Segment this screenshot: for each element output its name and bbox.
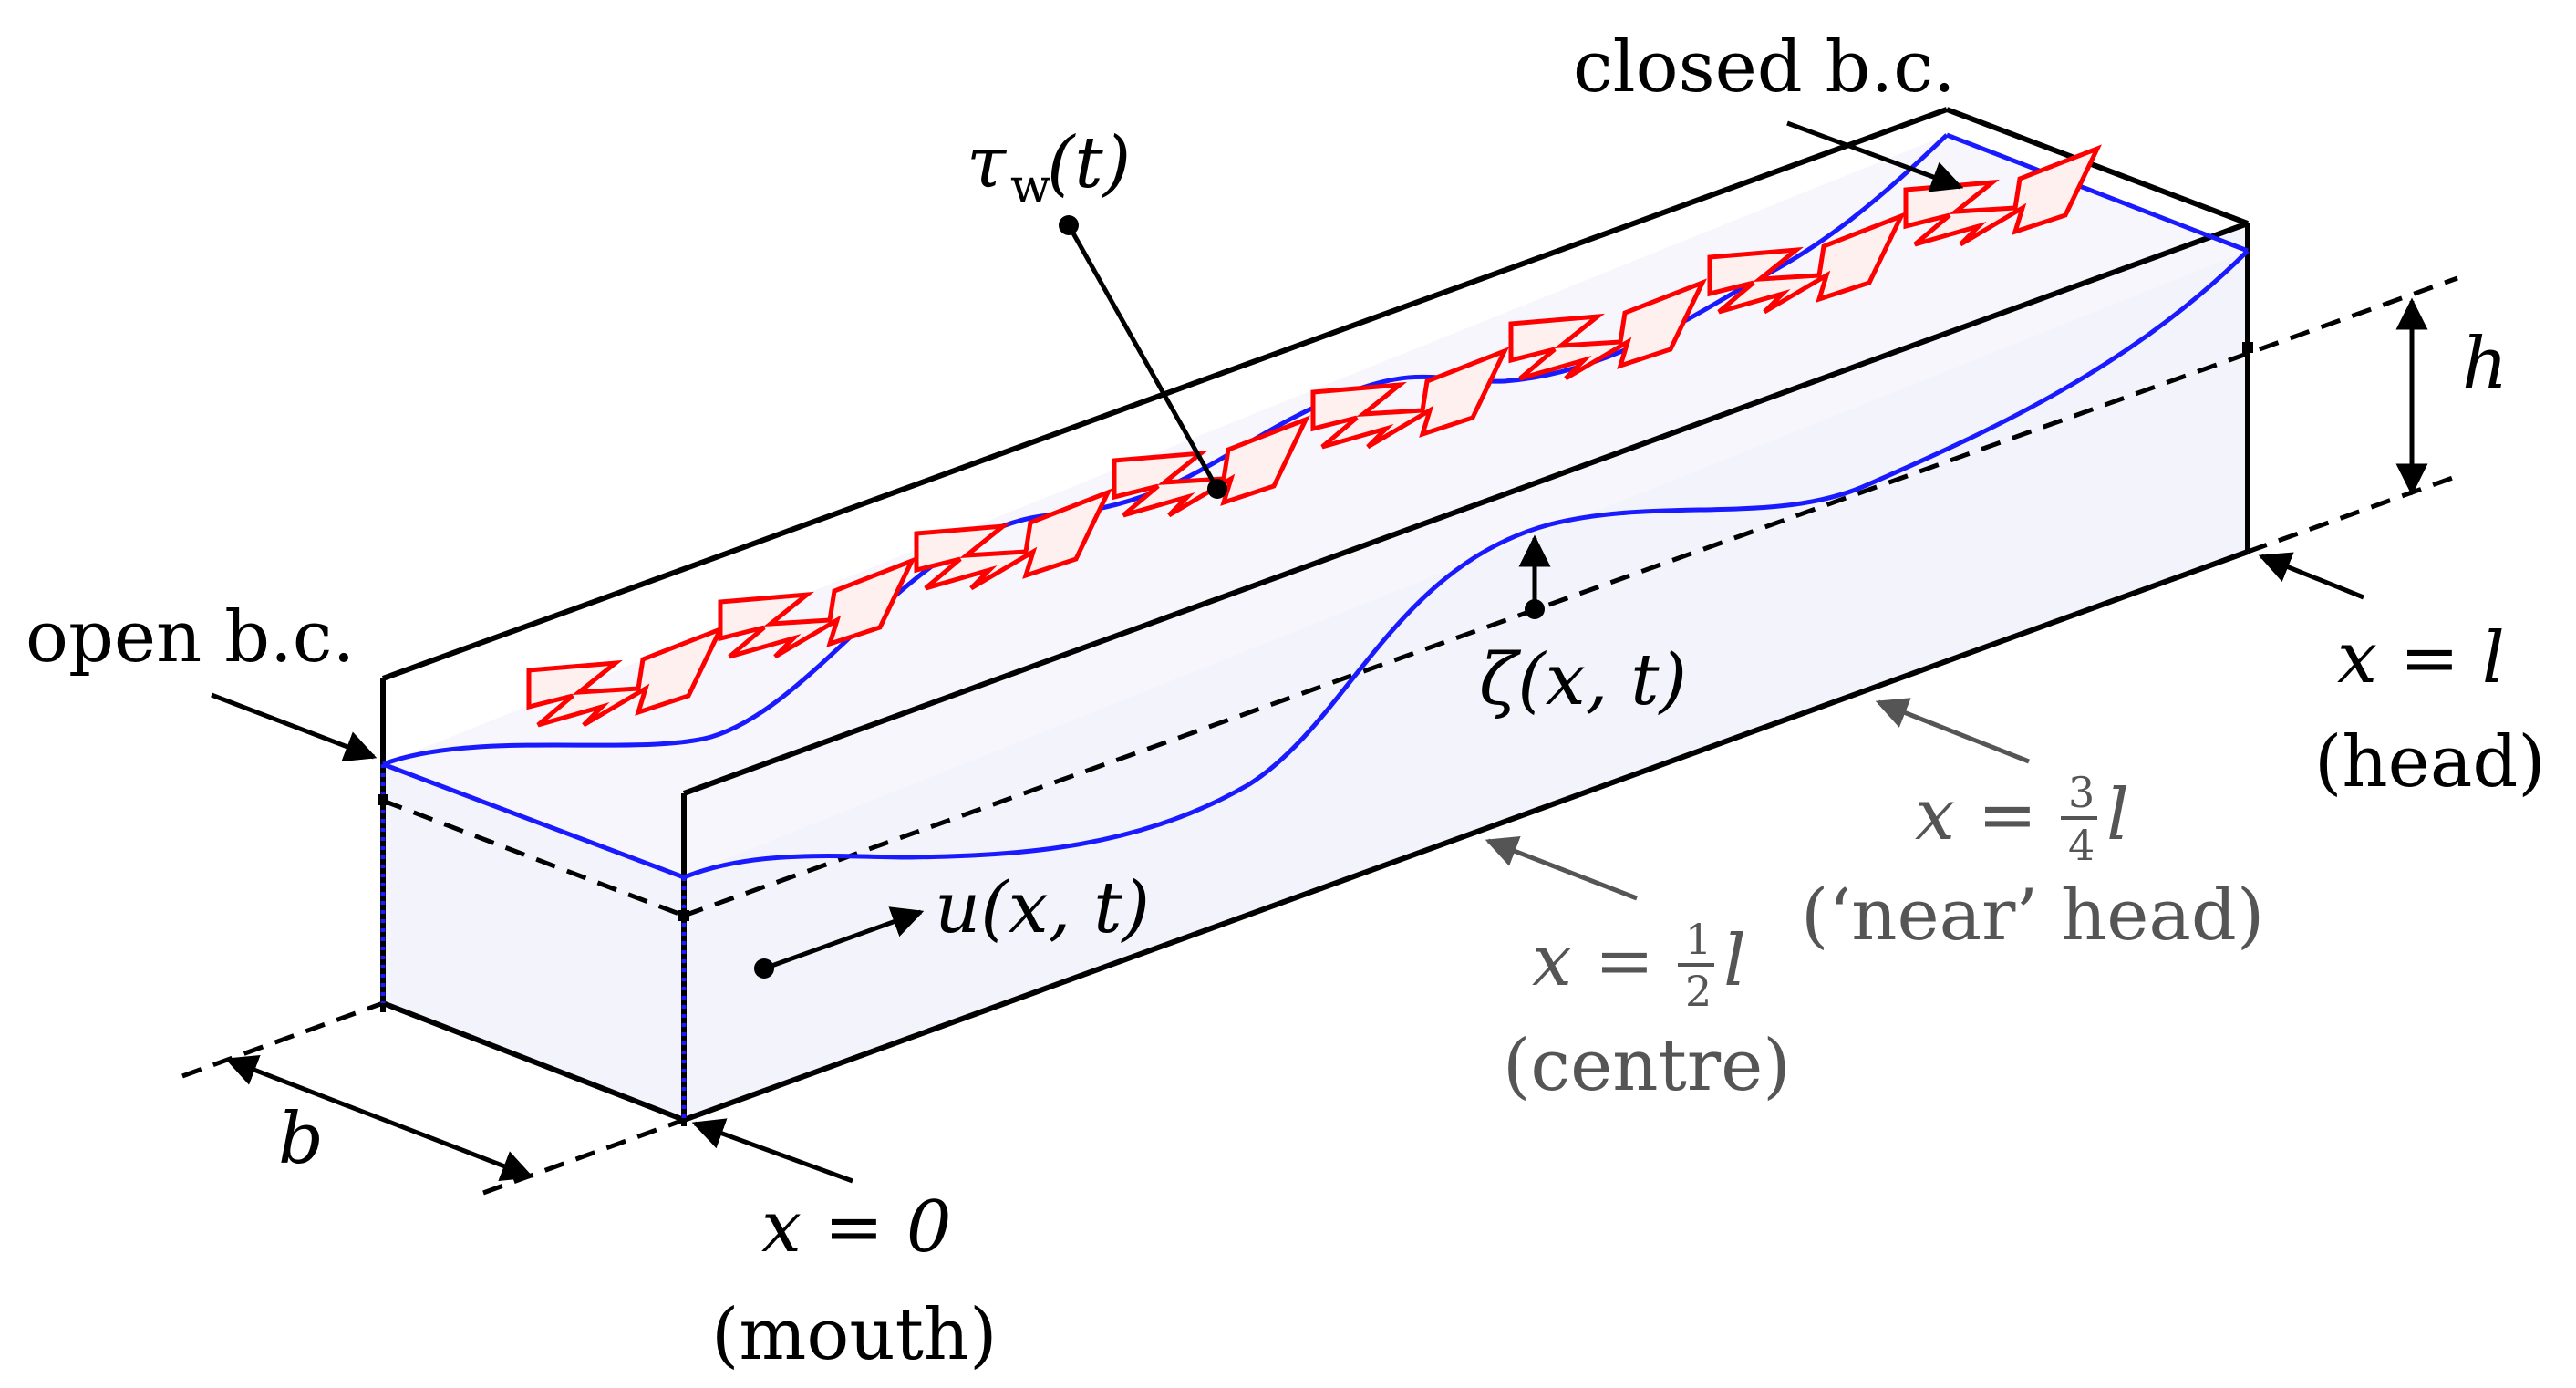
zeta-label: ζ(x, t) [1479,639,1687,721]
open-bc-pointer [211,692,378,762]
stress-arrow-7 [1707,212,1906,315]
u-dot [754,958,774,979]
stress-arrow-8 [1903,144,2102,247]
pointers [211,120,2428,1184]
x-half-label: x = 1 2 l (centre) [1503,915,1791,1107]
tau-argument: (t) [1047,122,1131,204]
tau-label: τ w (t) [967,122,1131,214]
mean-level-front-dash [683,275,2458,918]
tau-leader-line [1066,223,1220,491]
x-3q-label: x = 3 4 l (‘near’ head) [1801,768,2264,957]
x-3q-numerator: 3 [2068,768,2095,817]
box-front-face [684,223,2248,1120]
h-label: h [2462,323,2508,405]
reference-lines [181,275,2458,1196]
tau-leader-dot-bottom [1207,479,1227,499]
u-arrow [763,906,925,971]
stress-arrow-2 [718,556,916,659]
surface-wave-front [683,249,2250,880]
stress-arrow-6 [1508,278,1707,381]
x-l-pointer [2258,552,2364,600]
box-bottom-front-edge [682,549,2250,1123]
x-half-numerator: 1 [1685,915,1712,964]
x-half-rhs: l [1723,920,1746,1002]
stress-arrow-4 [1112,415,1310,518]
x-3q-denominator: 4 [2068,821,2095,870]
box-top-front-edge [682,221,2250,796]
stress-arrow-3 [914,488,1112,591]
x-half-pointer [1485,836,1638,901]
labels: closed b.c. open b.c. τ w (t) ζ(x, t) u(… [26,26,2546,1376]
tau-subscript: w [1010,160,1051,214]
x-half-note: (centre) [1503,1025,1791,1107]
water-surface-top [383,135,2248,877]
bottom-extension-dash [2247,473,2458,554]
closed-bc-pointer [1786,120,1964,192]
x-3q-note: (‘near’ head) [1801,875,2264,957]
x-3q-pointer [1875,698,2030,764]
x-half-denominator: 2 [1685,967,1712,1016]
stress-arrow-1 [526,625,725,728]
closed-bc-label: closed b.c. [1573,26,1956,109]
x-l-equation: x = l [2337,617,2505,699]
b-dimension-upper-dash [181,1000,384,1079]
x-3q-lhs: x = [1915,774,2037,856]
wind-stress-arrows [526,144,2102,728]
x-0-equation: x = 0 [761,1186,952,1269]
edge-marker-1 [378,794,388,805]
b-dimension-arrow [224,1055,534,1181]
x-half-lhs: x = [1532,920,1654,1002]
mean-level-left-dash [382,798,685,918]
edge-marker-3 [2242,342,2253,353]
edge-marker-2 [678,910,689,921]
tau-symbol: τ [967,122,1008,204]
tau-leader-dot-top [1059,215,1079,235]
zeta-dot [1525,599,1545,619]
box-top-right-edge [1945,107,2250,226]
open-bc-label: open b.c. [26,596,355,678]
x-l-note: (head) [2314,721,2546,803]
b-dimension-lower-dash [482,1117,685,1196]
x-0-note: (mouth) [711,1294,998,1376]
b-label: b [278,1098,324,1180]
surface-left-edge [382,761,685,880]
stress-arrow-5 [1310,347,1509,450]
u-label: u(x, t) [935,867,1150,949]
surface-back-edge [1946,132,2249,254]
x-3q-rhs: l [2106,774,2129,856]
x-0-pointer [691,1118,853,1184]
channel-box [380,107,2250,1126]
